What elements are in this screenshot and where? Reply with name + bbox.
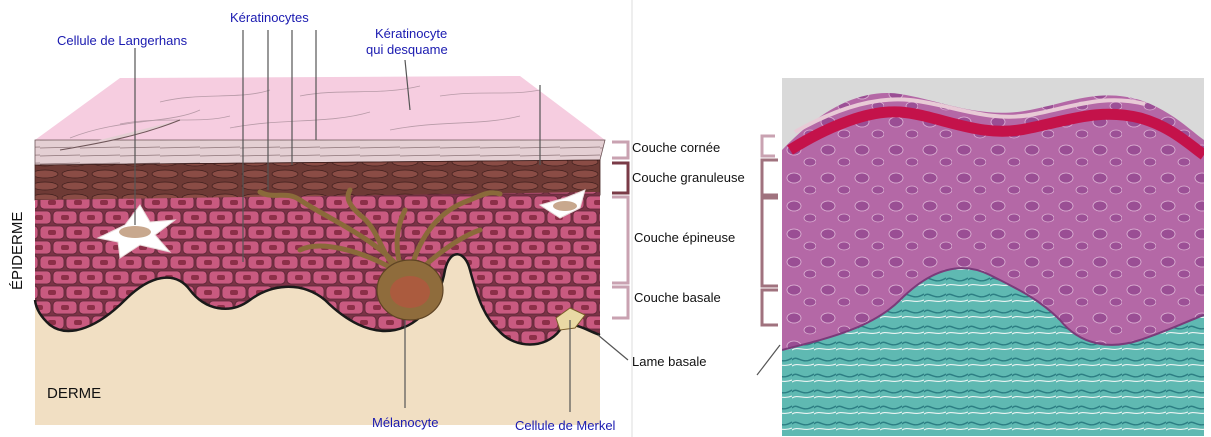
label-keratinocyte-desquame-2: qui desquame xyxy=(366,42,448,57)
label-keratinocyte-desquame-1: Kératinocyte xyxy=(375,26,447,41)
label-couche-cornee: Couche cornée xyxy=(632,140,720,155)
label-langerhans: Cellule de Langerhans xyxy=(57,33,188,48)
label-keratinocytes: Kératinocytes xyxy=(230,10,309,25)
couche-cornee-top xyxy=(35,76,605,140)
label-couche-epineuse: Couche épineuse xyxy=(634,230,735,245)
label-merkel: Cellule de Merkel xyxy=(515,418,616,433)
label-epiderme: ÉPIDERME xyxy=(9,212,26,290)
skin-schematic xyxy=(30,76,610,425)
histology-image xyxy=(782,78,1204,436)
label-couche-granuleuse: Couche granuleuse xyxy=(632,170,745,185)
label-derme: DERME xyxy=(47,385,101,402)
label-lame-basale: Lame basale xyxy=(632,354,706,369)
label-couche-basale: Couche basale xyxy=(634,290,721,305)
label-melanocyte: Mélanocyte xyxy=(372,415,438,430)
